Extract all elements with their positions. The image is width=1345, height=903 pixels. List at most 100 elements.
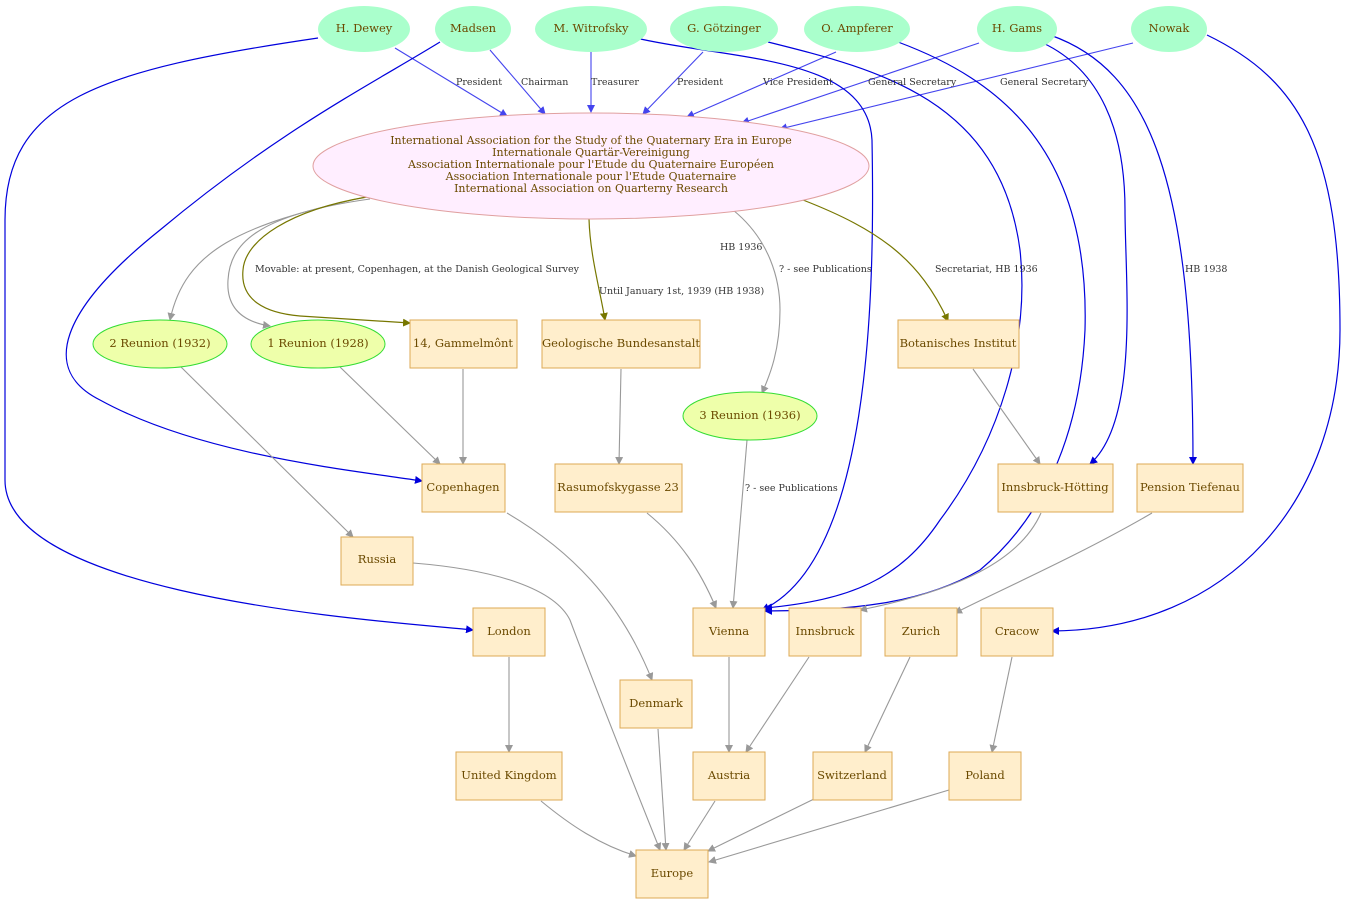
edge-label-secretariat: Secretariat, HB 1936 — [935, 264, 1038, 275]
edge-association-geologische — [588, 218, 608, 321]
node-label: Innsbruck-Hötting — [1001, 480, 1109, 494]
node-label: Zurich — [902, 624, 941, 638]
node-ampferer[interactable]: O. Ampferer — [804, 6, 910, 52]
node-innsbruck[interactable]: Innsbruck — [788, 607, 862, 657]
node-label: Innsbruck — [796, 624, 856, 638]
node-rasumofskygasse[interactable]: Rasumofskygasse 23 — [554, 463, 683, 513]
node-switzerland[interactable]: Switzerland — [812, 751, 893, 801]
node-madsen[interactable]: Madsen — [435, 6, 511, 52]
node-label: Rasumofskygasse 23 — [557, 480, 679, 494]
edge-label-ampferer-role: Vice President — [762, 77, 833, 88]
edges — [4, 34, 1341, 864]
node-poland[interactable]: Poland — [948, 751, 1022, 801]
node-denmark[interactable]: Denmark — [619, 679, 693, 729]
node-reunion-1928[interactable]: 1 Reunion (1928) — [250, 319, 386, 369]
node-label: Pension Tiefenau — [1140, 480, 1240, 494]
edge-nowak-cracow — [1051, 34, 1341, 635]
node-united-kingdom[interactable]: United Kingdom — [455, 751, 563, 801]
node-label: H. Dewey — [336, 21, 393, 35]
edge-gams-innsbruck-hotting — [1042, 42, 1128, 465]
edge-madsen-copenhagen — [65, 41, 441, 484]
node-label: Russia — [358, 552, 397, 566]
node-label: H. Gams — [992, 21, 1042, 35]
node-label: 2 Reunion (1932) — [109, 336, 210, 350]
node-label: Geologische Bundesanstalt — [542, 336, 700, 350]
node-label: Vienna — [708, 624, 749, 638]
node-vienna[interactable]: Vienna — [692, 607, 766, 657]
edge-ampferer-vienna — [764, 41, 1086, 615]
edge-gotzinger-association — [642, 51, 704, 115]
node-europe[interactable]: Europe — [635, 849, 709, 899]
node-label: Denmark — [629, 696, 684, 710]
node-label: London — [487, 624, 531, 638]
edge-label-madsen-role: Chairman — [521, 77, 568, 88]
edge-cracow-poland — [989, 656, 1013, 753]
node-gotzinger[interactable]: G. Götzinger — [670, 6, 778, 52]
edge-dewey-association — [394, 47, 508, 117]
node-geologische[interactable]: Geologische Bundesanstalt — [541, 319, 701, 369]
node-label: O. Ampferer — [821, 21, 893, 35]
node-copenhagen[interactable]: Copenhagen — [421, 463, 506, 513]
node-dewey[interactable]: H. Dewey — [318, 6, 410, 52]
node-witrofsky[interactable]: M. Witrofsky — [535, 6, 647, 52]
node-label: 3 Reunion (1936) — [699, 408, 800, 422]
edge-innsbruck-austria — [745, 656, 810, 753]
node-innsbruck-hotting[interactable]: Innsbruck-Hötting — [997, 463, 1114, 513]
edge-ampferer-association — [686, 51, 837, 118]
node-label: Madsen — [450, 21, 497, 35]
edge-rasumofsky-vienna — [646, 512, 717, 609]
edge-association-gammelmont — [242, 196, 411, 327]
edge-association-reunion2 — [167, 196, 366, 321]
node-austria[interactable]: Austria — [692, 751, 766, 801]
association-name-2: Internationale Quartär-Vereinigung — [492, 146, 690, 159]
association-name-5: International Association on Quarterny R… — [454, 182, 728, 195]
edge-label-dewey-role: President — [456, 77, 502, 88]
edge-reunion1-copenhagen — [339, 366, 441, 465]
node-association[interactable]: International Association for the Study … — [312, 112, 870, 220]
node-label: 14, Gammelmônt — [413, 336, 514, 350]
node-label: United Kingdom — [461, 768, 557, 782]
node-reunion-1932[interactable]: 2 Reunion (1932) — [92, 319, 228, 369]
association-name-1: International Association for the Study … — [390, 134, 792, 147]
edge-madsen-association — [489, 49, 546, 115]
node-label: Botanisches Institut — [900, 336, 1017, 350]
node-london[interactable]: London — [472, 607, 546, 657]
edge-nowak-association — [779, 42, 1134, 132]
node-label: Cracow — [995, 624, 1040, 638]
edge-label-see-publications-1: ? - see Publications — [779, 264, 872, 275]
node-gammelmont[interactable]: 14, Gammelmônt — [409, 319, 518, 369]
edge-gams-association — [741, 42, 980, 125]
node-botanisches[interactable]: Botanisches Institut — [897, 319, 1020, 369]
edge-tiefenau-zurich — [954, 512, 1153, 614]
node-russia[interactable]: Russia — [340, 536, 414, 586]
node-label: 1 Reunion (1928) — [267, 336, 368, 350]
node-gams[interactable]: H. Gams — [977, 6, 1057, 52]
node-label: Poland — [965, 768, 1005, 782]
edge-reunion2-russia — [179, 365, 354, 538]
edge-witrofsky-vienna — [635, 37, 874, 611]
edge-geologische-rasumofsky — [615, 368, 624, 465]
association-name-3: Association Internationale pour l'Etude … — [407, 158, 774, 171]
edge-label-nowak-role: General Secretary — [1000, 77, 1089, 88]
node-nowak[interactable]: Nowak — [1131, 6, 1207, 52]
edge-innsbruck-hotting-innsbruck — [859, 512, 1042, 613]
edge-copenhagen-denmark — [506, 512, 654, 681]
edge-association-botanisches — [802, 199, 949, 322]
edge-dewey-london — [4, 37, 474, 634]
node-cracow[interactable]: Cracow — [980, 607, 1054, 657]
node-pension-tiefenau[interactable]: Pension Tiefenau — [1136, 463, 1244, 513]
edge-labels: President Chairman Treasurer President V… — [255, 77, 1227, 494]
node-zurich[interactable]: Zurich — [884, 607, 958, 657]
edge-label-until: Until January 1st, 1939 (HB 1938) — [599, 286, 764, 297]
person-nodes: H. Dewey Madsen M. Witrofsky G. Götzinge… — [318, 6, 1207, 52]
edge-label-gotzinger-role: President — [677, 77, 723, 88]
node-label: Europe — [651, 866, 694, 880]
node-label: Nowak — [1149, 21, 1191, 35]
node-label: Switzerland — [817, 768, 887, 782]
association-name-4: Association Internationale pour l'Etude … — [445, 170, 737, 183]
edge-uk-europe — [540, 800, 637, 858]
node-label: M. Witrofsky — [553, 21, 629, 35]
reunion-nodes: 2 Reunion (1932) 1 Reunion (1928) 3 Reun… — [92, 319, 818, 441]
edge-denmark-europe — [657, 728, 670, 851]
node-reunion-1936[interactable]: 3 Reunion (1936) — [682, 391, 818, 441]
